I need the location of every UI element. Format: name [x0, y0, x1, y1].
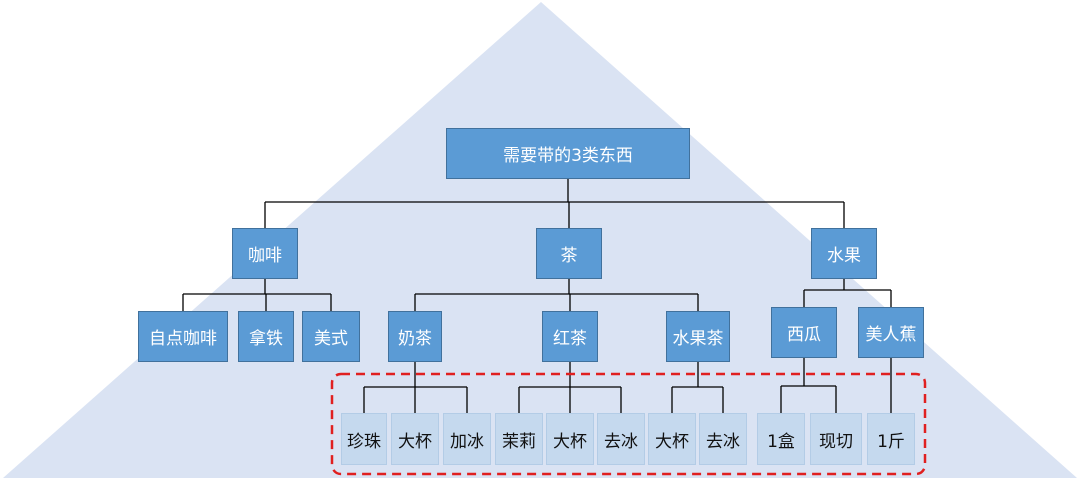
leaf-milk-tea-large: 大杯 — [391, 413, 439, 465]
tea-item-black-tea: 红茶 — [542, 311, 598, 362]
root-node: 需要带的3类东西 — [446, 128, 690, 179]
leaf-black-tea-no-ice: 去冰 — [597, 413, 645, 465]
leaf-banana-jin: 1斤 — [867, 413, 915, 465]
highlight-dashed-box — [330, 372, 927, 476]
leaf-watermelon-fresh-cut: 现切 — [810, 413, 862, 465]
leaf-milk-tea-pearl: 珍珠 — [341, 413, 387, 465]
leaf-black-tea-large: 大杯 — [546, 413, 594, 465]
fruit-item-watermelon: 西瓜 — [771, 307, 837, 358]
category-fruit: 水果 — [811, 228, 877, 279]
leaf-fruit-tea-large: 大杯 — [648, 413, 696, 465]
coffee-item-self-order: 自点咖啡 — [138, 311, 228, 362]
tea-item-fruit-tea: 水果茶 — [666, 311, 730, 362]
leaf-watermelon-box: 1盒 — [757, 413, 805, 465]
leaf-black-tea-jasmine: 茉莉 — [495, 413, 543, 465]
leaf-fruit-tea-no-ice: 去冰 — [699, 413, 747, 465]
coffee-item-latte: 拿铁 — [238, 311, 294, 362]
category-tea: 茶 — [536, 228, 602, 279]
category-coffee: 咖啡 — [232, 228, 298, 279]
coffee-item-americano: 美式 — [302, 311, 360, 362]
connector-lines — [182, 179, 892, 413]
tea-item-milk-tea: 奶茶 — [388, 311, 442, 362]
fruit-item-banana: 美人蕉 — [858, 307, 924, 358]
leaf-milk-tea-ice: 加冰 — [443, 413, 491, 465]
